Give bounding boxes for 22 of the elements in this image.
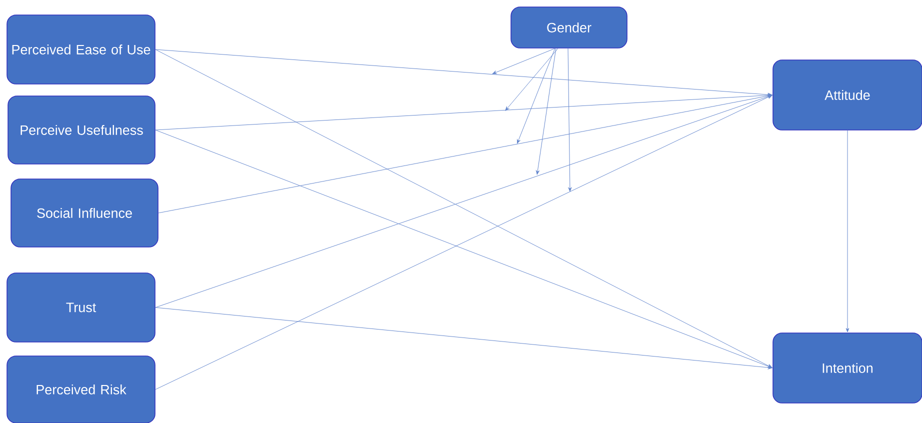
- rounded-box: Trust: [6, 272, 156, 342]
- arrow: [155, 49, 772, 96]
- arrow: [155, 130, 772, 368]
- arrow: [158, 94, 772, 214]
- arrow: [846, 130, 850, 332]
- rounded-box: Perceived Risk: [6, 356, 156, 423]
- rounded-box: Social Influence: [10, 178, 158, 248]
- arrow: [516, 48, 556, 144]
- rounded-box: Gender: [510, 6, 628, 48]
- rounded-box: Intention: [772, 332, 922, 404]
- arrow: [155, 95, 772, 390]
- rounded-box: Attitude: [772, 60, 922, 130]
- arrow: [492, 48, 556, 74]
- arrow: [505, 48, 558, 111]
- rounded-box: Perceive Usefulness: [8, 96, 156, 164]
- arrow: [536, 48, 556, 175]
- arrow: [155, 49, 772, 368]
- arrow: [155, 94, 772, 308]
- arrow: [155, 307, 772, 370]
- arrow: [568, 48, 572, 192]
- arrow: [155, 94, 772, 130]
- rounded-box: Perceived Ease of Use: [6, 14, 156, 84]
